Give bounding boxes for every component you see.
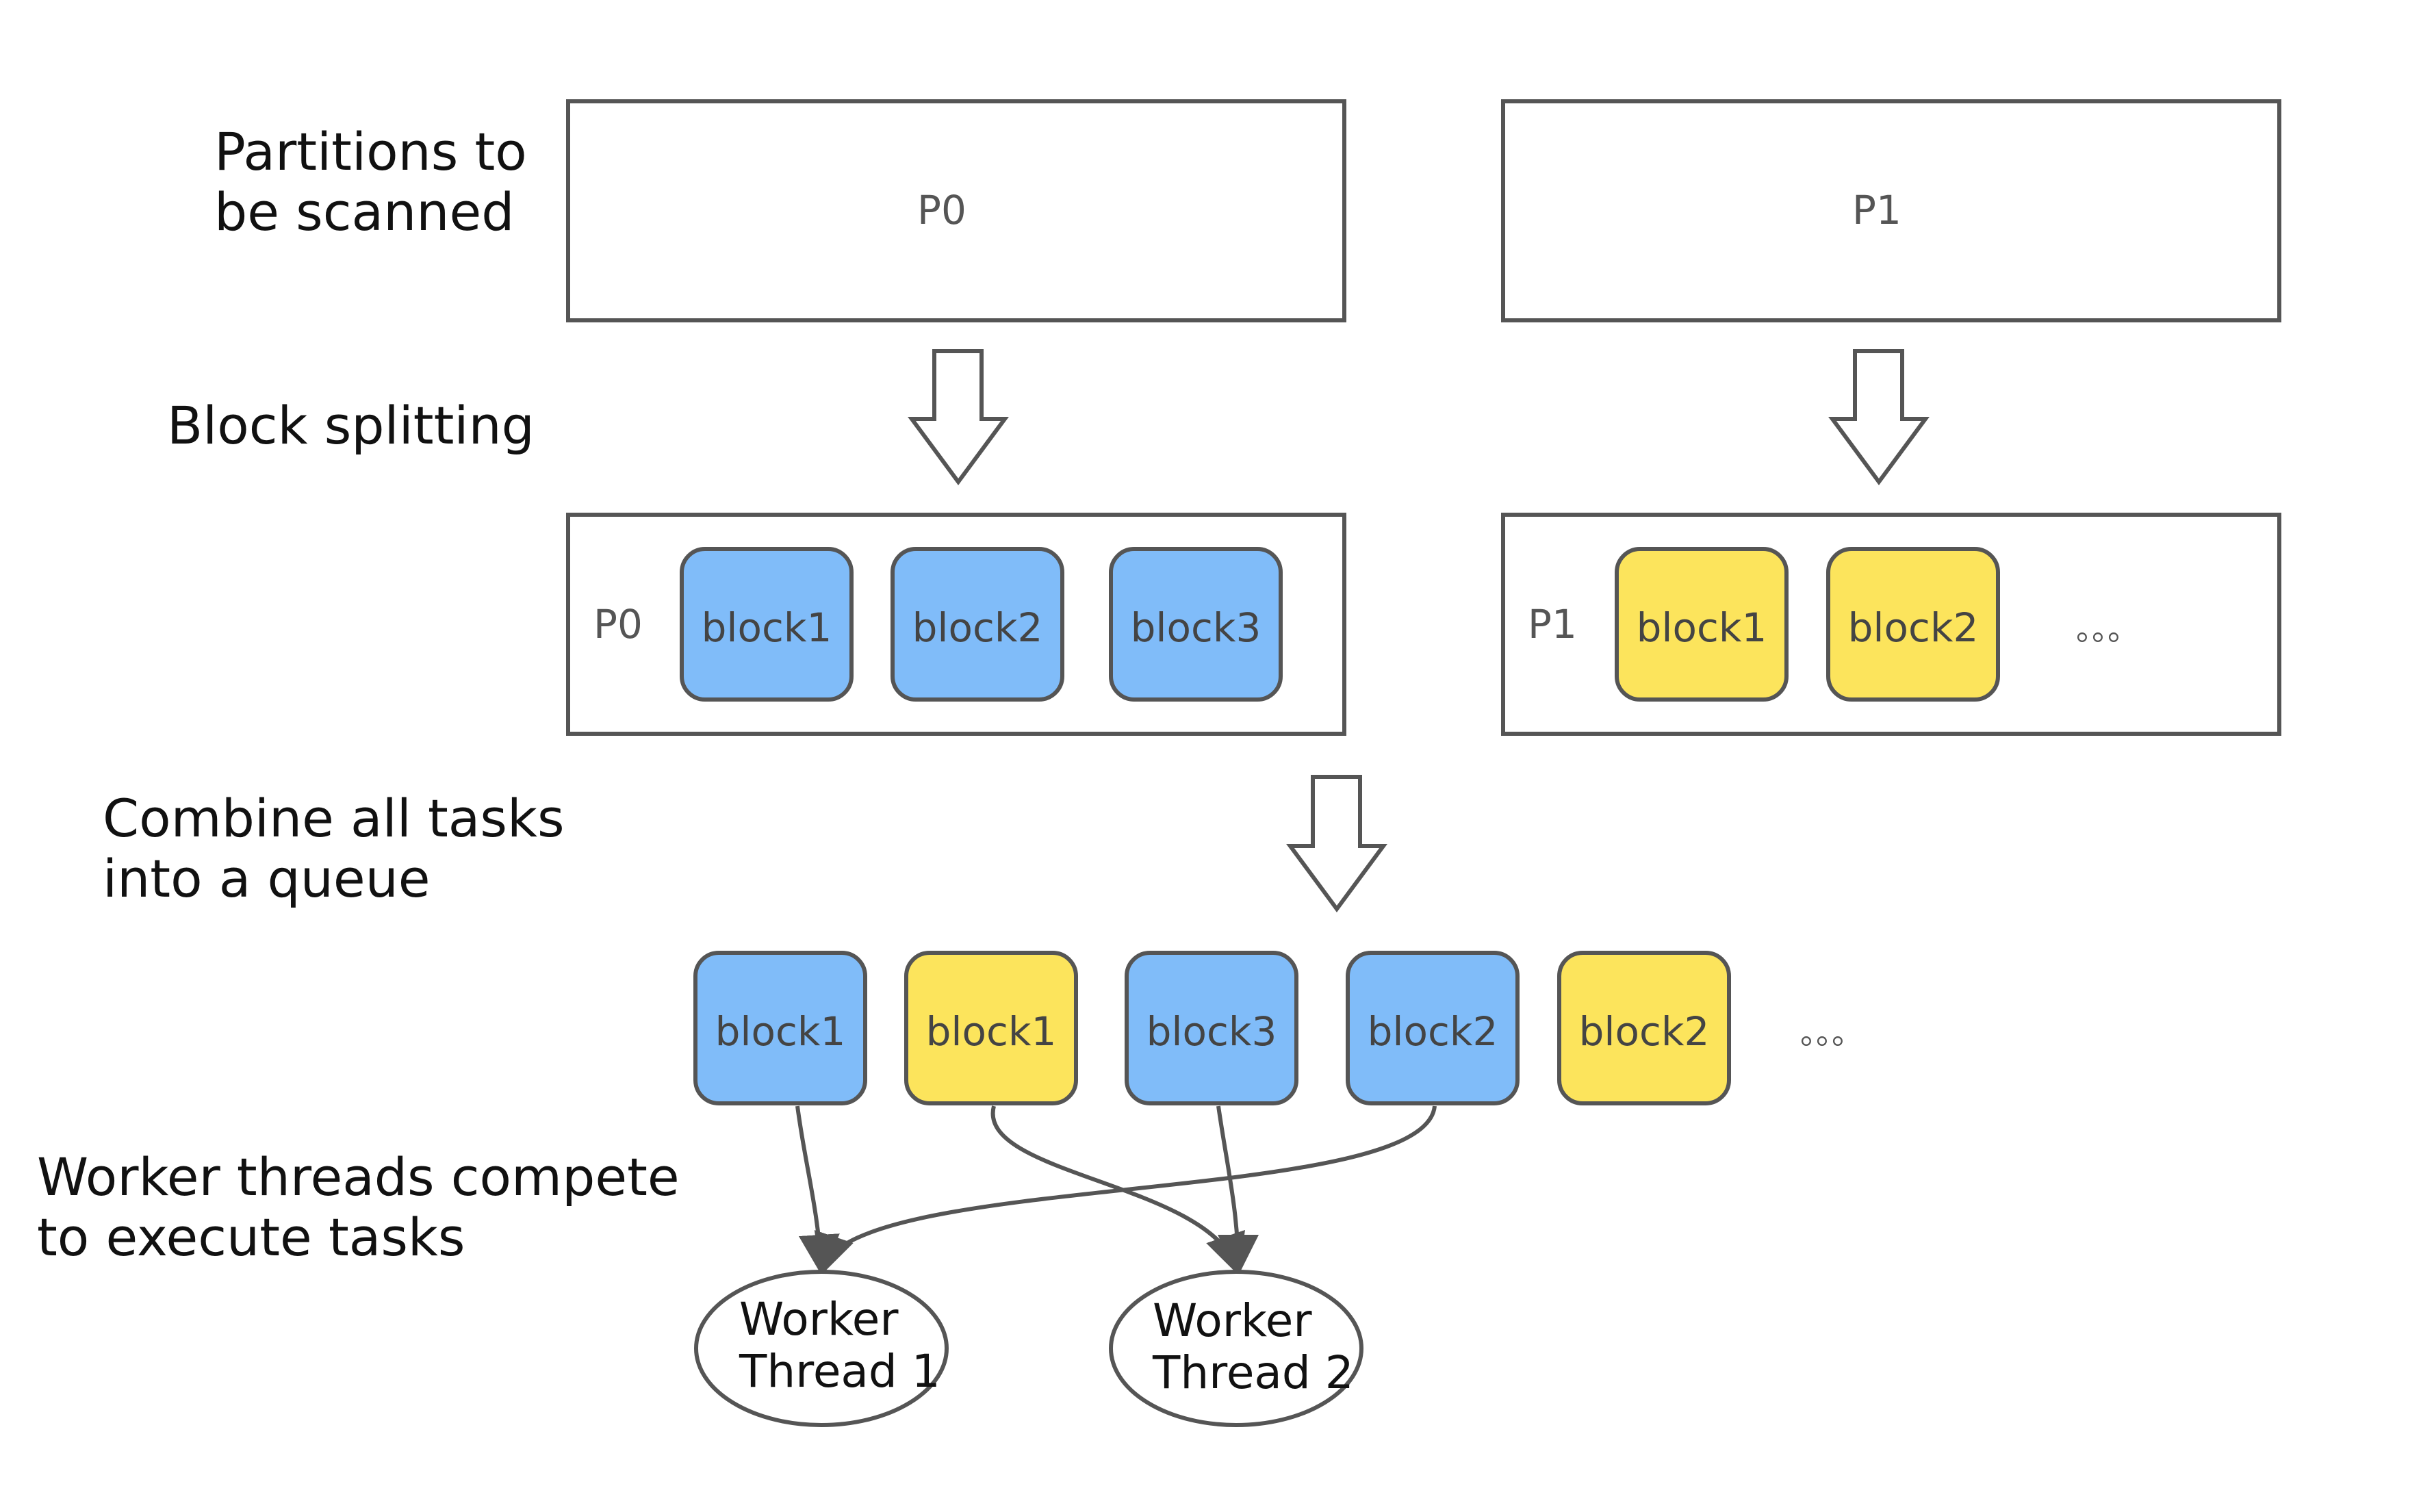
step-label-compete: Worker threads compete to execute tasks [37, 1146, 696, 1268]
step-label-splitting: Block splitting [167, 395, 535, 456]
worker-label: Worker Thread 1 [739, 1293, 940, 1398]
block-label: block1 [715, 1008, 846, 1055]
split-group-partition-label: P1 [1528, 601, 1577, 648]
more-ellipsis: 。。。 [1800, 1014, 1863, 1051]
queue-block: block2 [1557, 951, 1731, 1105]
block-label: block1 [1637, 604, 1767, 651]
step-label-combine: Combine all tasks into a queue [103, 788, 581, 909]
block-label: block1 [702, 604, 832, 651]
block-label: block3 [1131, 604, 1261, 651]
block-label: block2 [912, 604, 1043, 651]
task-queue: block1 block1 block3 block2 block2 。。。 [693, 951, 1863, 1105]
queue-block: block1 [904, 951, 1078, 1105]
queue-block: block1 [693, 951, 867, 1105]
queue-block: block3 [1125, 951, 1298, 1105]
block-tile: block1 [680, 547, 854, 702]
block-label: block3 [1146, 1008, 1277, 1055]
block-tile: block2 [1826, 547, 2000, 702]
combine-arrow [1286, 775, 1387, 913]
more-ellipsis: 。。。 [2076, 611, 2139, 648]
partition-label: P0 [917, 187, 966, 233]
block-tile: block2 [891, 547, 1064, 702]
connector-q4-w1 [815, 1105, 1437, 1276]
block-label: block2 [1848, 604, 1979, 651]
block-label: block2 [1368, 1008, 1498, 1055]
partition-label: P1 [1852, 187, 1901, 233]
connector-q3-w2 [1216, 1105, 1259, 1276]
split-arrow-p0 [908, 349, 1009, 486]
worker-thread-2: Worker Thread 2 [1109, 1270, 1363, 1427]
split-arrow-p1 [1828, 349, 1930, 486]
split-group-p1: P1 block1 block2 。。。 [1501, 513, 2281, 736]
partition-box-p1: P1 [1501, 99, 2281, 322]
worker-thread-1: Worker Thread 1 [694, 1270, 949, 1427]
block-label: block2 [1579, 1008, 1710, 1055]
block-tile: block3 [1109, 547, 1283, 702]
queue-block: block2 [1346, 951, 1520, 1105]
partition-box-p0: P0 [566, 99, 1346, 322]
block-label: block1 [926, 1008, 1057, 1055]
step-label-partitions: Partitions to be scanned [214, 121, 543, 242]
connector-q1-w1 [795, 1105, 840, 1276]
block-tile: block1 [1615, 547, 1789, 702]
split-group-partition-label: P0 [593, 601, 643, 648]
split-group-p0: P0 block1 block2 block3 [566, 513, 1346, 736]
worker-label: Worker Thread 2 [1152, 1294, 1354, 1399]
connector-q2-w2 [990, 1105, 1245, 1276]
